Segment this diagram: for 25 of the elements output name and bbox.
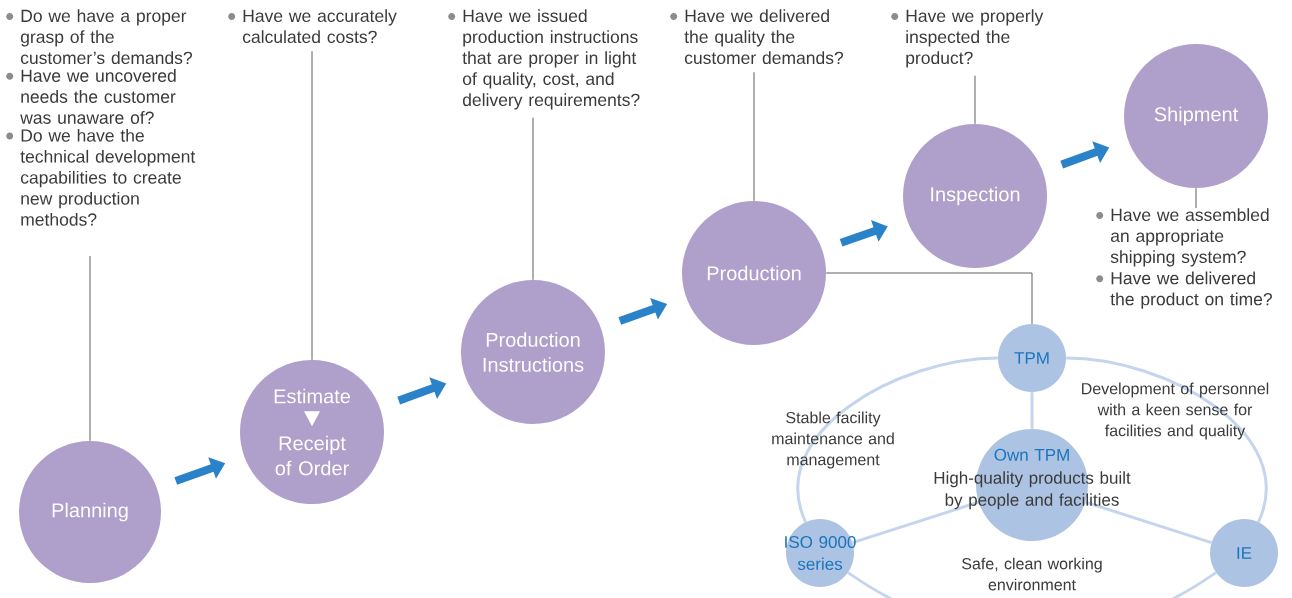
question-text: Have we issued production instructions that are proper in light of quality, cost, and delivery requirements? <box>462 9 640 110</box>
question-text: Have we properly inspected the product? <box>906 9 1044 68</box>
question-text: Have we uncovered needs the customer was unaware of? <box>20 69 176 124</box>
leader-line <box>753 71 755 202</box>
question-text: Have we delivered the quality the customer demands? <box>684 9 844 65</box>
note-text: Stable facility maintenance and management <box>772 411 894 469</box>
leader-line <box>1195 187 1197 209</box>
question-text: Do we have a proper grasp of the customer’s demands? <box>20 9 192 65</box>
question-text: Have we assembled an appropriate shipping system? <box>1110 208 1269 267</box>
question-text: Have we delivered the product on time? <box>1110 271 1272 309</box>
note-text: Safe, clean working environment <box>962 557 1102 591</box>
leader-line <box>311 50 313 361</box>
question-text: Have we accurately calculated costs? <box>242 9 397 44</box>
connector-line <box>1066 356 1268 523</box>
connector-line <box>1030 392 1034 429</box>
leader-line <box>532 117 534 281</box>
connector-line <box>1085 500 1212 544</box>
note-text: Development of personnel with a keen sense for facilities and quality <box>1082 382 1269 440</box>
leader-line <box>974 75 976 125</box>
question-text: Do we have the technical development capabilities to create new production methods? <box>20 128 196 226</box>
connector-line <box>847 571 1217 598</box>
leader-line <box>89 255 91 442</box>
connector-line <box>825 272 1033 325</box>
connector-line <box>796 356 998 523</box>
connector-line <box>852 500 979 544</box>
